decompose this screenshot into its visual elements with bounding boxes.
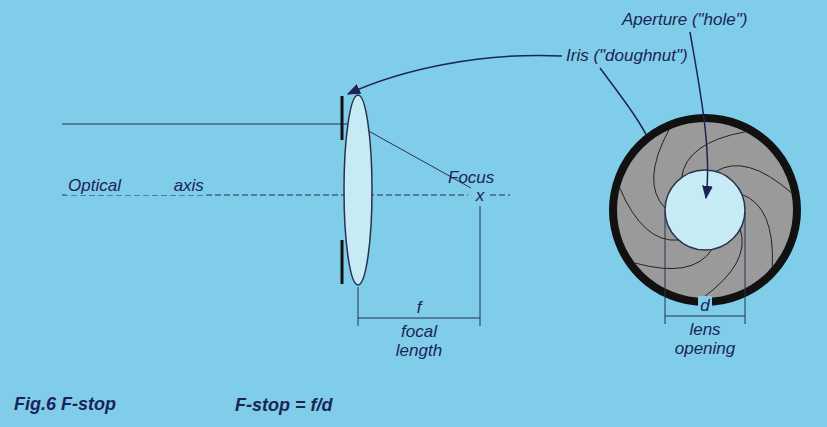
leader-line: [690, 32, 708, 198]
axis-label: Optical axis: [66, 176, 206, 195]
lens: [344, 95, 372, 285]
dimension-label: lens opening: [669, 320, 741, 358]
extension-line: [480, 206, 481, 326]
extension-line: [358, 287, 359, 326]
dimension-label: focal length: [388, 322, 450, 360]
iris-blade: [635, 249, 712, 268]
optical-axis-line: [490, 195, 510, 196]
part-label: Iris ("doughnut"): [566, 46, 688, 65]
figure-caption: Fig.6 F-stop: [14, 395, 116, 414]
leader-line: [348, 55, 562, 94]
iris-blade: [742, 194, 773, 266]
iris-blades: [620, 130, 792, 298]
part-label: Aperture ("hole"): [622, 10, 747, 29]
light-ray: [62, 124, 356, 125]
point-label: Focus: [448, 168, 494, 187]
dimension-label: d: [698, 296, 711, 315]
iris-bar: [341, 240, 344, 284]
iris-bar: [341, 96, 344, 140]
extension-line: [665, 212, 666, 324]
iris-ring: [613, 118, 797, 302]
aperture-opening: [665, 170, 745, 250]
dimension-label: f: [417, 298, 422, 317]
dimension-line: [358, 318, 480, 319]
dimension-line: [665, 316, 745, 317]
extension-line: [745, 212, 746, 324]
focus-marker: x: [474, 186, 487, 205]
formula: F-stop = f/d: [235, 396, 333, 415]
leader-line: [600, 68, 652, 146]
